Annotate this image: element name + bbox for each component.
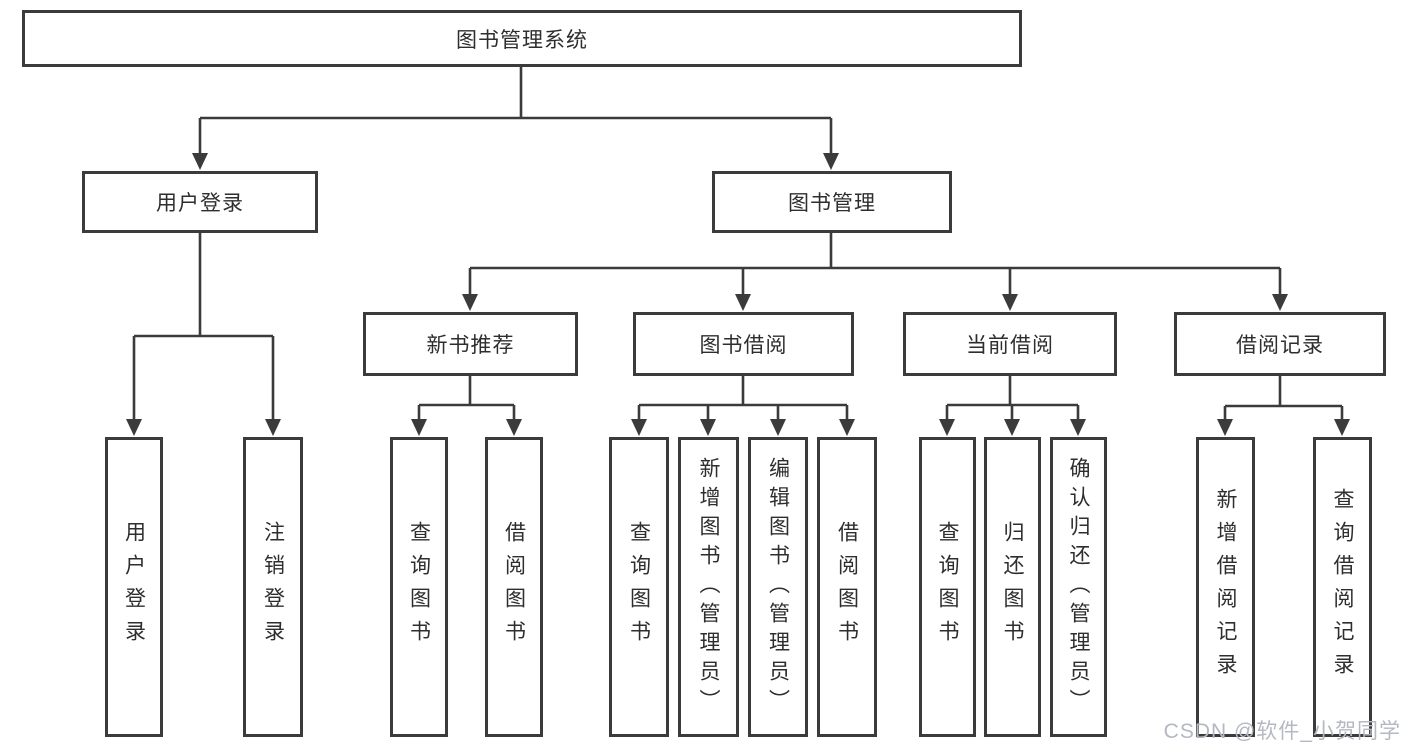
- leaf-query-books: 查询图书: [390, 437, 448, 737]
- leaf-return-books: 归还图书: [984, 437, 1041, 737]
- node-label: 注销登录: [261, 521, 285, 653]
- node-label: 确认归还（管理员）: [1067, 456, 1090, 718]
- leaf-query-borrow-record: 查询借阅记录: [1313, 437, 1372, 737]
- node-label: 借阅图书: [835, 521, 859, 653]
- node-label: 新增借阅记录: [1214, 488, 1237, 686]
- node-label: 新增图书（管理员）: [697, 456, 720, 718]
- node-label: 新书推荐: [426, 334, 515, 357]
- node-label: 图书管理: [788, 192, 876, 215]
- node-label: 查询图书: [407, 521, 431, 653]
- node-label: 借阅图书: [502, 521, 526, 653]
- connector-book-borrow-to-leaves: [631, 376, 855, 436]
- leaf-add-books-admin: 新增图书（管理员）: [678, 437, 739, 737]
- node-current-borrow: 当前借阅: [903, 312, 1117, 376]
- leaf-confirm-return-admin: 确认归还（管理员）: [1050, 437, 1107, 737]
- node-label: 用户登录: [122, 521, 146, 653]
- node-book-management: 图书管理: [712, 171, 952, 233]
- node-library-management-system: 图书管理系统: [22, 10, 1022, 67]
- node-borrow-records: 借阅记录: [1174, 312, 1386, 376]
- node-label: 用户登录: [156, 192, 244, 215]
- leaf-logout: 注销登录: [243, 437, 303, 737]
- connector-book-management-to-level3: [462, 233, 1288, 311]
- connector-root-to-level2: [192, 67, 839, 170]
- node-label: 归还图书: [1001, 521, 1024, 653]
- connector-current-borrow-to-leaves: [939, 376, 1086, 436]
- node-label: 查询图书: [627, 521, 651, 653]
- node-label: 图书管理系统: [456, 28, 588, 52]
- leaf-user-login: 用户登录: [105, 437, 163, 737]
- node-label: 当前借阅: [966, 334, 1054, 357]
- connector-borrow-records-to-leaves: [1217, 376, 1350, 436]
- node-label: 编辑图书（管理员）: [766, 456, 790, 718]
- node-label: 查询图书: [936, 521, 959, 653]
- node-label: 图书借阅: [699, 334, 788, 357]
- csdn-watermark: CSDN @软件_小贺同学: [1163, 720, 1401, 743]
- leaf-borrow-books: 借阅图书: [485, 437, 543, 737]
- node-label: 查询借阅记录: [1331, 488, 1354, 686]
- leaf-query-books-2: 查询图书: [609, 437, 669, 737]
- leaf-query-books-3: 查询图书: [919, 437, 976, 737]
- node-user-login: 用户登录: [82, 171, 318, 233]
- node-book-borrow: 图书借阅: [633, 312, 854, 376]
- leaf-edit-books-admin: 编辑图书（管理员）: [748, 437, 808, 737]
- node-label: 借阅记录: [1236, 334, 1324, 357]
- connector-user-login-to-leaves: [126, 233, 281, 436]
- leaf-add-borrow-record: 新增借阅记录: [1196, 437, 1255, 737]
- node-new-book-recommend: 新书推荐: [363, 312, 578, 376]
- connector-new-book-recommend-to-leaves: [411, 376, 522, 436]
- leaf-borrow-books-2: 借阅图书: [817, 437, 877, 737]
